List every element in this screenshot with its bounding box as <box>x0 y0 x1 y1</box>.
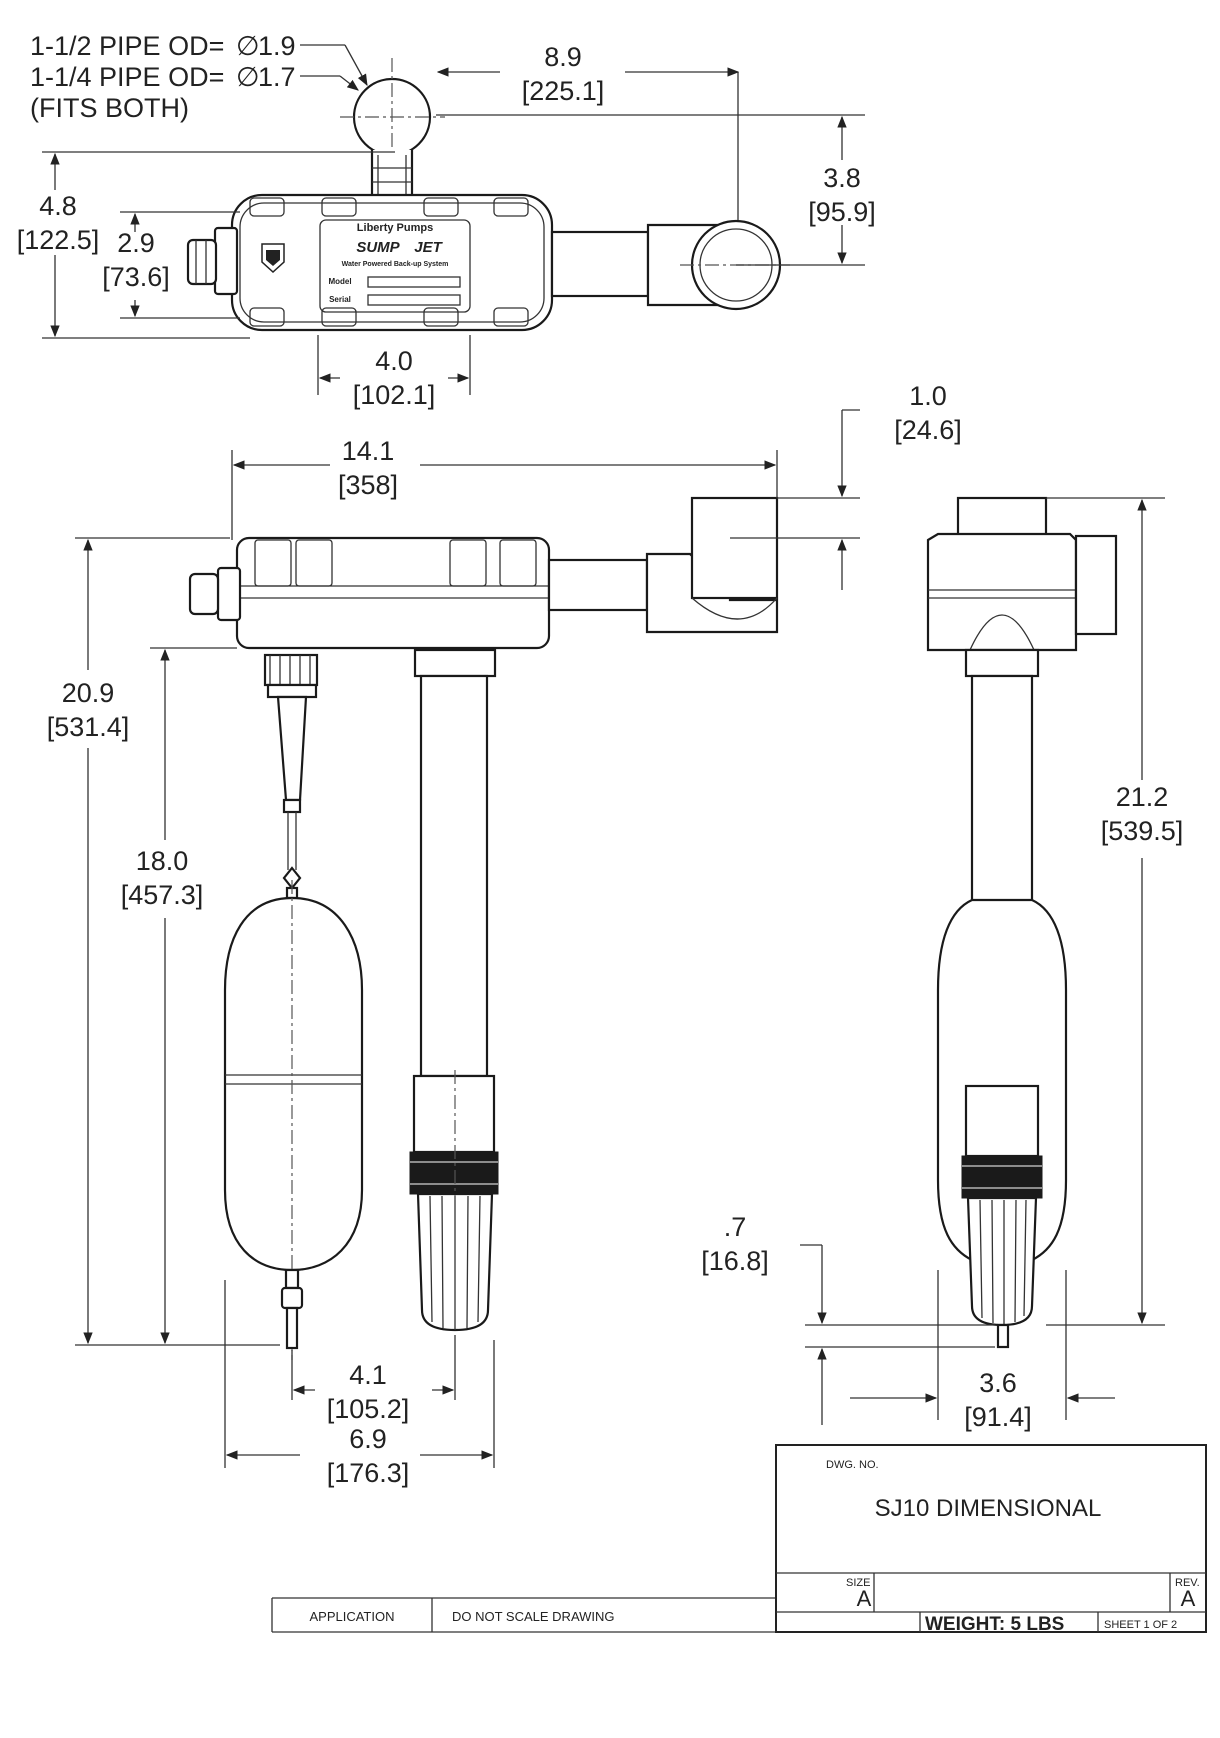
rev-value: A <box>1181 1586 1196 1611</box>
top-view: Liberty Pumps SUMP JET Water Powered Bac… <box>186 58 790 332</box>
product-tagline: Water Powered Back-up System <box>342 261 449 268</box>
dim-3-8-value: 3.8 <box>823 163 861 193</box>
product-name-sump: SUMP <box>356 239 400 256</box>
dim-3-8-metric: [95.9] <box>808 197 876 227</box>
serial-field-label: Serial <box>329 295 351 304</box>
dim-6-9-metric: [176.3] <box>327 1458 410 1488</box>
drawing-title: SJ10 DIMENSIONAL <box>875 1495 1102 1522</box>
dim-4-0-metric: [102.1] <box>353 380 436 410</box>
dim-4-1-metric: [105.2] <box>327 1394 410 1424</box>
application-label: APPLICATION <box>309 1609 394 1624</box>
dimension-labels: 8.9 [225.1] 3.8 [95.9] 4.8 [122.5] 2.9 [… <box>17 42 1184 1488</box>
pipe-note-line1-value: 1.9 <box>258 31 296 61</box>
dim-4-8-metric: [122.5] <box>17 225 100 255</box>
do-not-scale-note: DO NOT SCALE DRAWING <box>452 1609 615 1624</box>
dim-0-7-value: .7 <box>724 1212 747 1242</box>
brand-label: Liberty Pumps <box>357 222 433 234</box>
dim-3-6-metric: [91.4] <box>964 1402 1032 1432</box>
front-view <box>188 496 779 1360</box>
dim-20-9-value: 20.9 <box>62 678 115 708</box>
dim-6-9-value: 6.9 <box>349 1424 387 1454</box>
dim-18-0-metric: [457.3] <box>121 880 204 910</box>
dim-20-9-metric: [531.4] <box>47 712 130 742</box>
rev-label: REV. <box>1175 1577 1200 1589</box>
dim-4-0-value: 4.0 <box>375 346 413 376</box>
model-field-label: Model <box>328 277 351 286</box>
dim-4-8-value: 4.8 <box>39 191 77 221</box>
dim-18-0-value: 18.0 <box>136 846 189 876</box>
dim-8-9-metric: [225.1] <box>522 76 605 106</box>
dimension-lines <box>42 44 1165 1468</box>
dim-4-1-value: 4.1 <box>349 1360 387 1390</box>
pipe-note-line2-symbol: ∅ <box>236 62 260 92</box>
pipe-note-line1-symbol: ∅ <box>236 31 260 61</box>
dim-2-9-metric: [73.6] <box>102 262 170 292</box>
pipe-note: 1-1/2 PIPE OD= ∅ 1.9 1-1/4 PIPE OD= ∅ 1.… <box>30 31 296 123</box>
dim-1-0-metric: [24.6] <box>894 415 962 445</box>
pipe-note-line2-value: 1.7 <box>258 62 296 92</box>
size-value: A <box>857 1586 872 1611</box>
pipe-note-line3: (FITS BOTH) <box>30 93 189 123</box>
dim-14-1-metric: [358] <box>338 470 398 500</box>
pipe-note-line2: 1-1/4 PIPE OD= <box>30 62 224 92</box>
dwg-no-label: DWG. NO. <box>826 1459 879 1471</box>
product-name-jet: JET <box>414 239 443 256</box>
dim-14-1-value: 14.1 <box>342 436 395 466</box>
title-block: DWG. NO. SJ10 DIMENSIONAL SIZE A REV. A … <box>271 1444 1207 1635</box>
size-label: SIZE <box>846 1577 870 1589</box>
weight-label: WEIGHT: 5 LBS <box>925 1614 1064 1635</box>
dim-21-2-metric: [539.5] <box>1101 816 1184 846</box>
dim-0-7-metric: [16.8] <box>701 1246 769 1276</box>
dim-1-0-value: 1.0 <box>909 381 947 411</box>
dim-3-6-value: 3.6 <box>979 1368 1017 1398</box>
pipe-note-line1: 1-1/2 PIPE OD= <box>30 31 224 61</box>
dim-8-9-value: 8.9 <box>544 42 582 72</box>
dim-21-2-value: 21.2 <box>1116 782 1169 812</box>
dim-2-9-value: 2.9 <box>117 228 155 258</box>
side-view <box>926 496 1118 1349</box>
sheet-label: SHEET 1 OF 2 <box>1104 1619 1177 1631</box>
